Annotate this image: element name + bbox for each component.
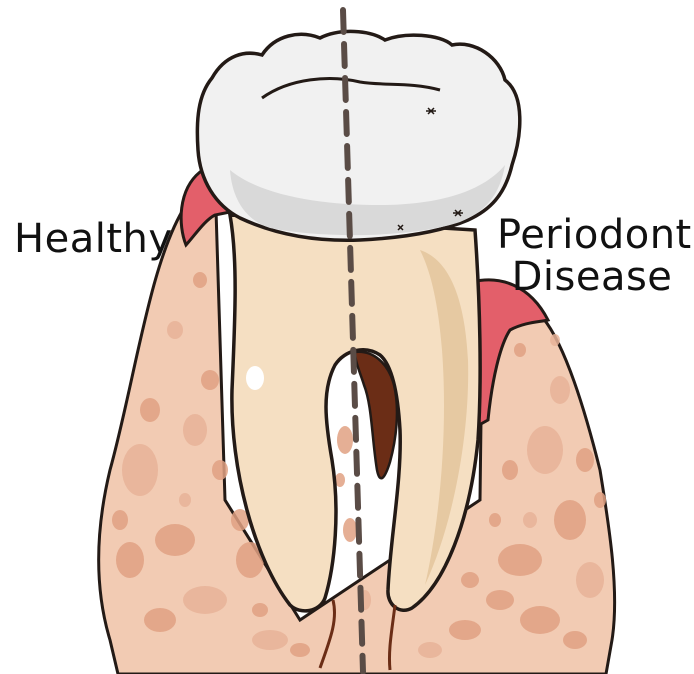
bone-spot <box>502 460 518 480</box>
bone-spot <box>193 272 207 288</box>
bone-spot <box>576 562 604 598</box>
healthy-label: Healthy <box>14 218 173 260</box>
bone-spot <box>527 426 563 474</box>
bone-spot <box>140 398 160 422</box>
periodontal-label-line1: Periodontal <box>497 214 687 256</box>
bone-spot <box>489 513 501 527</box>
bone-spot <box>116 542 144 578</box>
bone-spot <box>252 603 268 617</box>
bone-spot <box>122 444 158 496</box>
bone-spot <box>201 370 219 390</box>
bone-spot <box>183 414 207 446</box>
periodontal-disease-label: Periodontal Disease <box>497 214 687 298</box>
bone-spot <box>183 586 227 614</box>
bone-spot <box>554 500 586 540</box>
bone-spot <box>576 448 594 472</box>
bone-spot <box>449 620 481 640</box>
bone-spot <box>523 512 537 528</box>
bone-spot <box>550 376 570 404</box>
bone-spot <box>167 321 183 339</box>
bone-spot <box>290 643 310 657</box>
bone-spot <box>252 630 288 650</box>
root-highlight <box>246 366 264 390</box>
bone-spot <box>343 518 357 542</box>
bone-spot <box>418 642 442 658</box>
periodontal-label-line2: Disease <box>497 256 687 298</box>
bone-spot <box>112 510 128 530</box>
bone-spot <box>144 608 176 632</box>
bone-spot <box>514 343 526 357</box>
bone-spot <box>337 426 353 454</box>
bone-spot <box>486 590 514 610</box>
bone-spot <box>498 544 542 576</box>
bone-spot <box>461 572 479 588</box>
bone-spot <box>212 460 228 480</box>
tooth-crown <box>197 31 519 240</box>
bone-spot <box>520 606 560 634</box>
bone-spot <box>563 631 587 649</box>
bone-spot <box>594 492 606 508</box>
bone-spot <box>550 334 560 346</box>
bone-spot <box>179 493 191 507</box>
bone-spot <box>155 524 195 556</box>
tooth-roots <box>230 215 480 611</box>
